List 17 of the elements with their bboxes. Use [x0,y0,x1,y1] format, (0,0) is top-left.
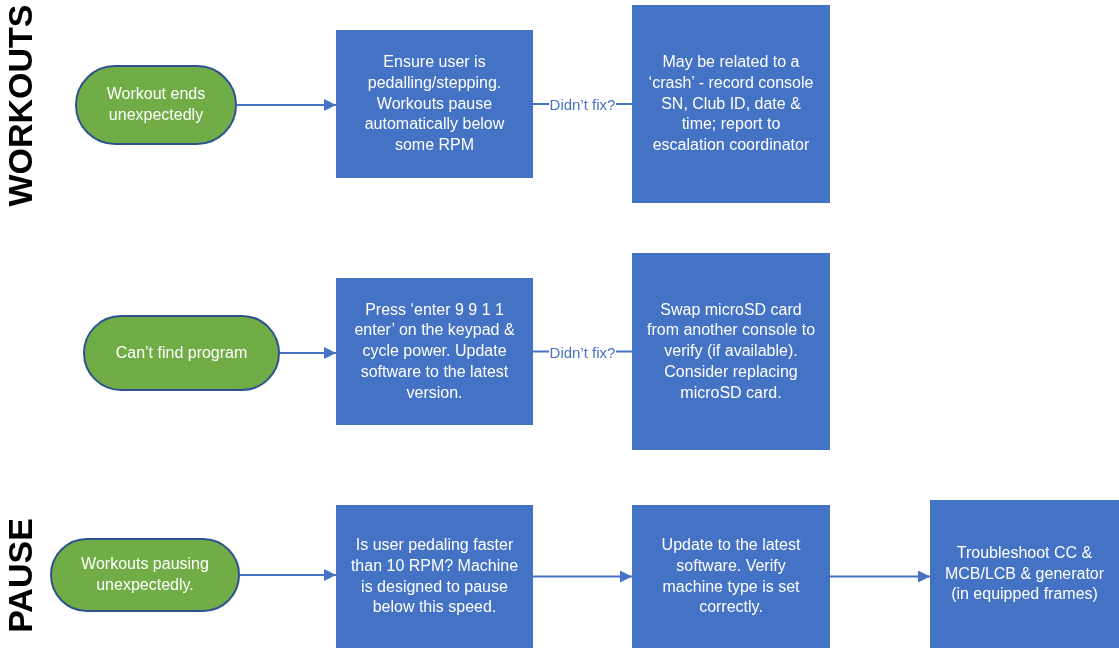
process-box: May be related to a ‘crash’ - record console SN, Club ID, date & time; report to escalation coordinator [632,5,830,203]
process-box: Update to the latest software. Verify machine type is set correctly. [632,505,830,648]
process-box: Ensure user is pedalling/stepping. Workouts pause automatically below some RPM [336,30,533,178]
arrow [532,570,633,583]
arrow [829,570,931,583]
arrow [279,347,337,359]
section-heading: WORKOUTS [0,3,40,207]
section-heading: PAUSE [0,517,40,633]
process-box: Is user pedaling faster than 10 RPM? Machine is designed to pause below this speed. [336,505,533,648]
start-pill: Workouts pausing unexpectedly. [50,538,240,612]
process-box: Troubleshoot CC & MCB/LCB & generator (in equipped frames) [930,500,1119,648]
process-box: Swap microSD card from another console to verify (if available). Consider replacing microSD card. [632,253,830,450]
arrow [239,569,337,581]
arrow [236,99,337,111]
process-box: Press ‘enter 9 9 1 1 enter’ on the keypad & cycle power. Update software to the latest version. [336,278,533,425]
start-pill: Can’t find program [83,315,280,391]
start-pill: Workout ends unexpectedly [75,65,237,145]
